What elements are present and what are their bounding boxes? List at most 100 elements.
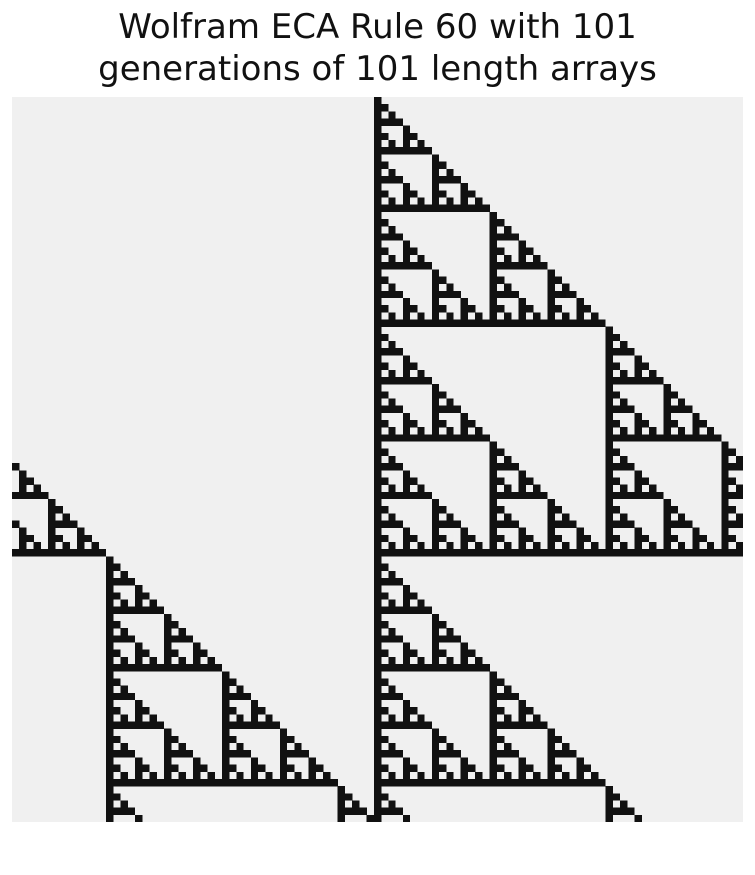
- live-cell: [381, 463, 389, 471]
- live-cell: [670, 520, 679, 528]
- live-cell: [373, 398, 382, 406]
- live-cell: [612, 491, 621, 500]
- live-cell: [525, 549, 534, 557]
- live-cell: [496, 233, 505, 241]
- live-cell: [373, 168, 382, 177]
- live-cell: [373, 326, 382, 335]
- live-cell: [605, 333, 613, 342]
- live-cell: [634, 362, 642, 370]
- live-cell: [547, 305, 555, 313]
- live-cell: [395, 175, 403, 184]
- live-cell: [373, 606, 382, 614]
- live-cell: [547, 534, 555, 543]
- live-cell: [634, 420, 642, 428]
- live-cell: [149, 599, 157, 607]
- live-cell: [373, 355, 382, 363]
- live-cell: [163, 656, 172, 665]
- live-cell: [26, 477, 34, 485]
- live-cell: [373, 685, 382, 693]
- live-cell: [562, 290, 570, 299]
- live-cell: [489, 506, 498, 514]
- live-cell: [431, 757, 440, 765]
- live-cell: [120, 599, 128, 607]
- live-cell: [554, 735, 563, 744]
- live-cell: [446, 434, 454, 442]
- live-cell: [511, 778, 519, 787]
- live-cell: [663, 405, 671, 413]
- live-cell: [467, 319, 476, 327]
- live-cell: [431, 513, 440, 521]
- live-cell: [77, 534, 85, 543]
- live-cell: [612, 333, 621, 342]
- live-cell: [344, 807, 353, 815]
- live-cell: [135, 707, 143, 715]
- live-cell: [388, 606, 396, 614]
- live-cell: [431, 613, 440, 622]
- live-cell: [250, 714, 259, 722]
- live-cell: [518, 721, 527, 729]
- live-cell: [547, 750, 555, 758]
- live-cell: [373, 254, 382, 263]
- live-cell: [171, 621, 179, 629]
- live-cell: [467, 420, 476, 428]
- live-cell: [113, 621, 121, 629]
- live-cell: [410, 664, 418, 672]
- live-cell: [728, 520, 736, 528]
- live-cell: [381, 276, 389, 284]
- live-cell: [496, 520, 505, 528]
- live-cell: [106, 814, 114, 822]
- live-cell: [721, 520, 729, 528]
- live-cell: [641, 362, 650, 370]
- live-cell: [489, 513, 498, 521]
- live-cell: [439, 764, 447, 772]
- live-cell: [446, 771, 454, 780]
- live-cell: [417, 319, 425, 327]
- live-cell: [533, 312, 541, 320]
- live-cell: [381, 420, 389, 428]
- live-cell: [106, 728, 114, 737]
- live-cell: [381, 807, 389, 815]
- live-cell: [439, 175, 447, 184]
- live-cell: [467, 204, 476, 212]
- live-cell: [163, 743, 172, 751]
- live-cell: [692, 420, 700, 428]
- live-cell: [207, 778, 215, 787]
- live-cell: [496, 219, 505, 227]
- live-cell: [229, 750, 237, 758]
- live-cell: [395, 721, 403, 729]
- live-cell: [250, 721, 259, 729]
- live-cell: [388, 233, 396, 241]
- live-cell: [431, 412, 440, 421]
- live-cell: [583, 534, 592, 543]
- live-cell: [612, 793, 621, 801]
- live-cell: [504, 750, 512, 758]
- live-cell: [402, 757, 411, 765]
- live-cell: [373, 104, 382, 112]
- live-cell: [656, 491, 664, 500]
- live-cell: [431, 319, 440, 327]
- live-cell: [381, 764, 389, 772]
- live-cell: [605, 793, 613, 801]
- live-cell: [236, 750, 244, 758]
- live-cell: [402, 585, 411, 593]
- live-cell: [417, 427, 425, 435]
- live-cell: [446, 520, 454, 528]
- live-cell: [250, 699, 259, 708]
- live-cell: [373, 240, 382, 248]
- live-cell: [388, 369, 396, 378]
- live-cell: [395, 664, 403, 672]
- live-cell: [308, 757, 317, 765]
- live-cell: [388, 656, 396, 665]
- live-cell: [106, 757, 114, 765]
- live-cell: [619, 434, 628, 442]
- live-cell: [735, 549, 743, 557]
- live-cell: [388, 570, 396, 579]
- live-cell: [381, 262, 389, 270]
- live-cell: [460, 434, 469, 442]
- live-cell: [576, 778, 584, 787]
- live-cell: [489, 448, 498, 457]
- live-cell: [77, 549, 85, 557]
- live-cell: [504, 254, 512, 263]
- live-cell: [163, 628, 172, 636]
- live-cell: [163, 757, 172, 765]
